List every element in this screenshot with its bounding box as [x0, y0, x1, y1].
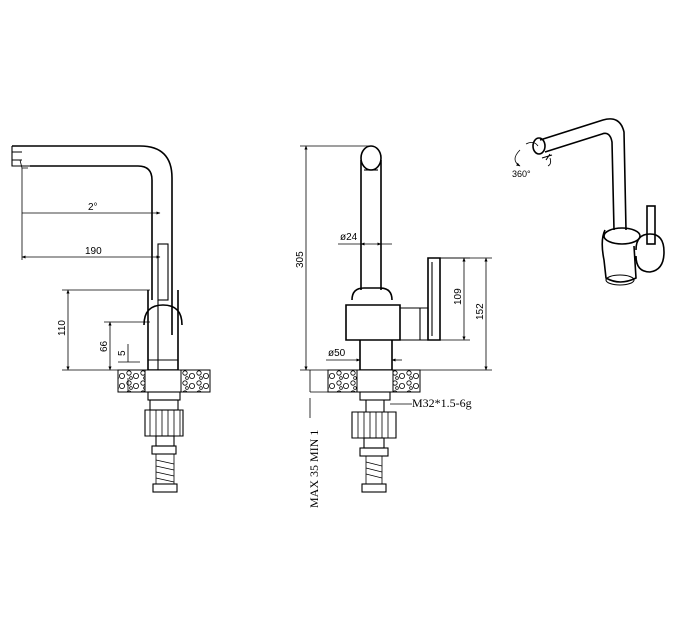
dim-total-height-label: 305 — [295, 251, 306, 268]
side-mounting — [351, 391, 397, 493]
side-view: 305 ø24 109 152 ø50 M32*1.5-6g MAX 35 MI… — [295, 145, 492, 508]
iso-spout — [532, 118, 627, 231]
dim-base-label: 66 — [99, 340, 110, 352]
rotation-indicator: 360° — [512, 142, 539, 179]
side-body — [345, 257, 441, 371]
thread-label: M32*1.5-6g — [412, 396, 472, 410]
side-dimensions: 305 ø24 109 152 ø50 M32*1.5-6g MAX 35 MI… — [295, 145, 492, 508]
countertop-thickness-label: MAX 35 MIN 1 — [307, 430, 321, 508]
side-countertop — [327, 369, 421, 393]
dim-lever-total-label: 152 — [475, 303, 486, 320]
dim-reach-label: 190 — [85, 246, 102, 257]
front-view: 2° 190 110 66 5 — [11, 145, 211, 493]
front-countertop — [117, 369, 211, 393]
iso-body — [601, 205, 665, 286]
front-body — [143, 290, 183, 371]
dim-height-label: 110 — [57, 320, 68, 336]
front-spout — [11, 145, 173, 335]
dim-base-diameter-label: ø50 — [328, 348, 346, 359]
side-spout — [360, 145, 382, 290]
iso-view: 360° — [512, 118, 665, 286]
dim-spout-diameter-label: ø24 — [340, 232, 358, 243]
dim-small-label: 5 — [117, 350, 128, 356]
front-dimensions: 2° 190 110 66 5 — [21, 168, 161, 392]
dim-lever-label: 109 — [453, 288, 464, 305]
rotation-label: 360° — [512, 169, 531, 179]
front-mounting — [144, 391, 184, 493]
dim-angle-label: 2° — [88, 202, 98, 213]
